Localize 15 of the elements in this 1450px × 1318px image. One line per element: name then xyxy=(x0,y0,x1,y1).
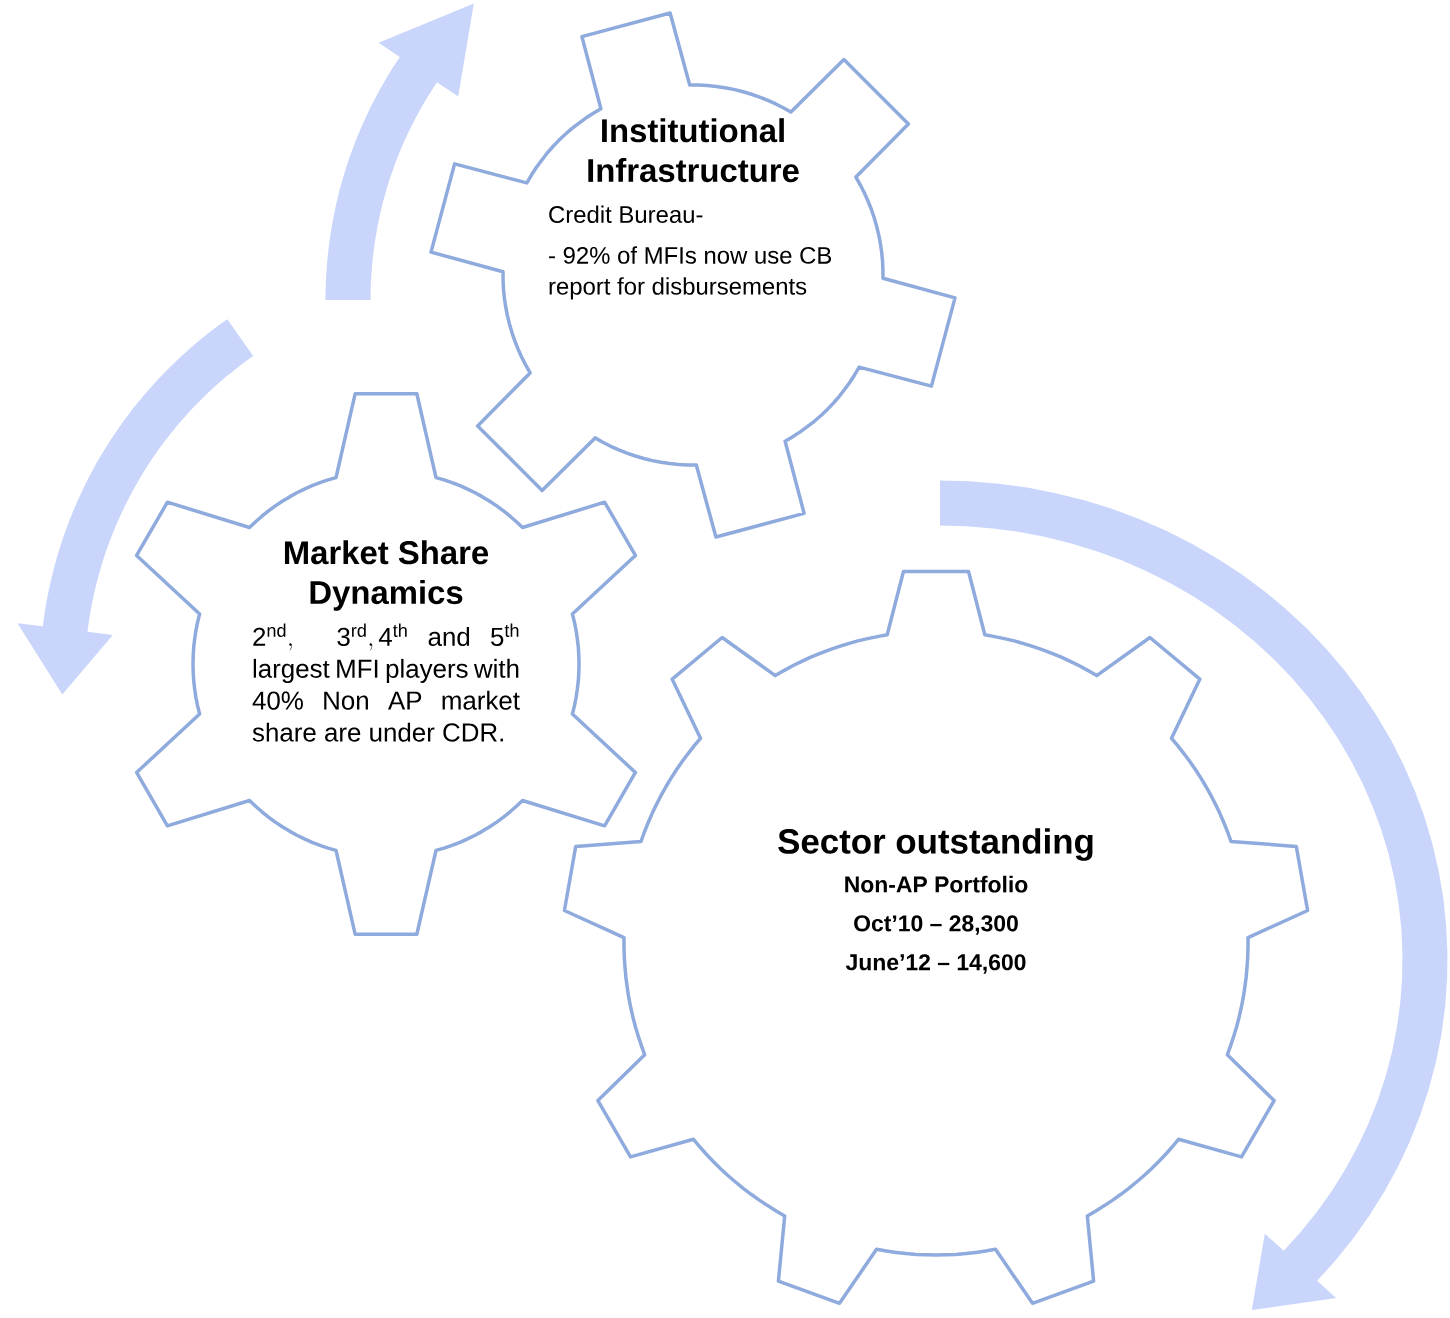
gear-title: Sector outstanding xyxy=(778,828,1093,861)
gear xyxy=(429,11,957,539)
gear xyxy=(562,569,1310,1306)
gear-text: and 5 xyxy=(428,627,504,646)
gear-text: largest MFI players with 40% Non AP market share are under CDR. xyxy=(252,658,520,742)
gear xyxy=(134,391,638,937)
gear-text: Credit Bureau- xyxy=(549,205,703,223)
gear-text: - 92% of MFIs now use CB report for disbursements xyxy=(549,246,832,300)
gear-title: Market Share Dynamics xyxy=(284,540,489,611)
gear-text: Non-AP Portfolio xyxy=(845,875,1028,893)
ordinal-formula: $\mathrm{2}^{\mathrm{nd}},\ \ \mathrm{3}^{\mathrm{rd}},\mathrm{4}^{\mathrm{th}}$ xyxy=(253,623,407,651)
gear-text: June’12 – 14,600 xyxy=(845,954,1026,974)
gear-text: Oct’10 – 28,300 xyxy=(854,915,1018,935)
ordinal-formula: $\mathrm{}^{\mathrm{th}}$ xyxy=(504,623,519,637)
gear-title: Institutional Infrastructure xyxy=(588,118,799,183)
